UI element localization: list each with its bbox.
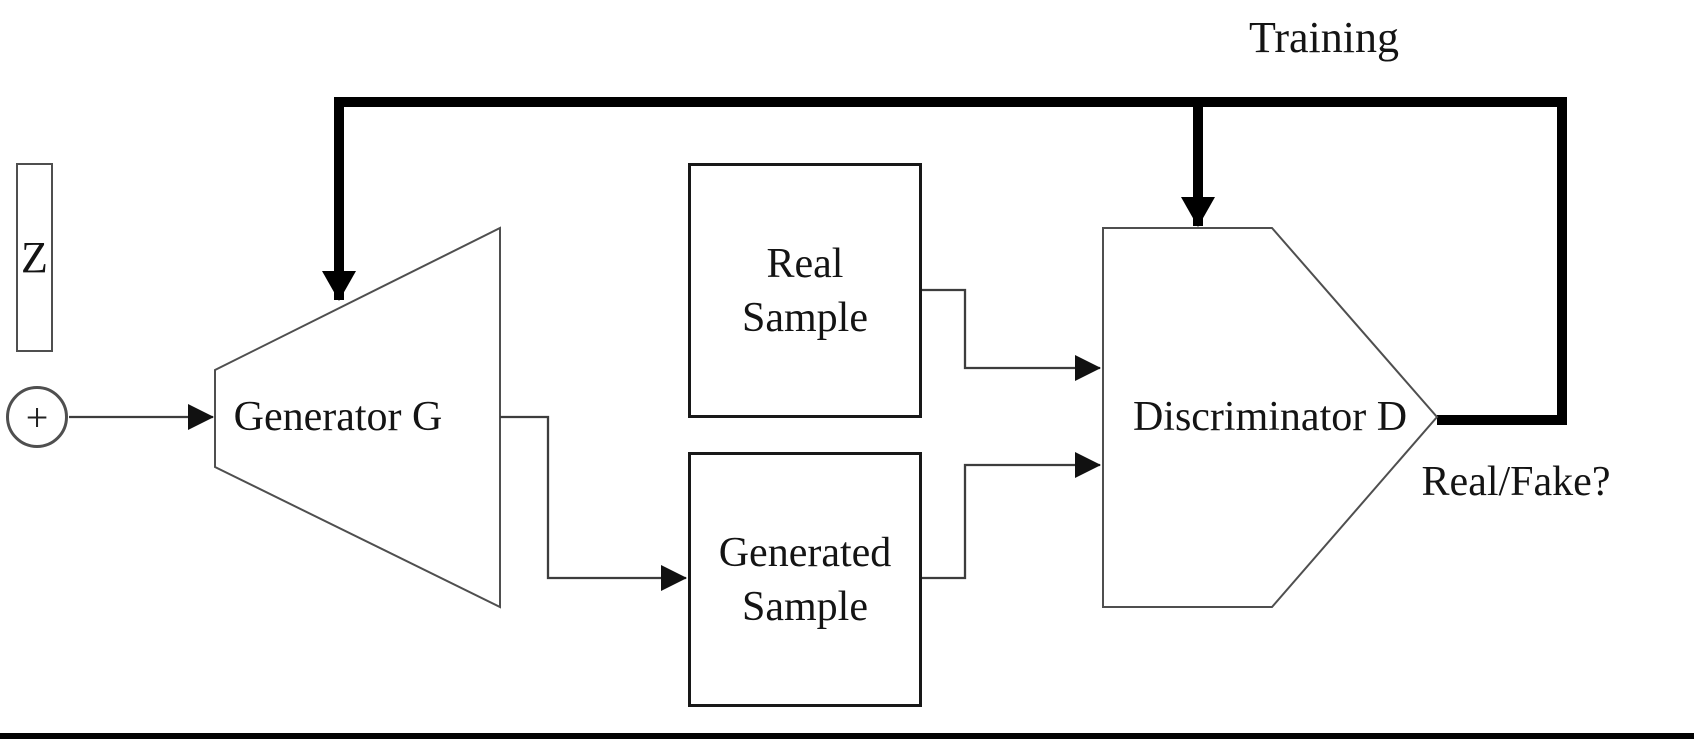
training-feedback-loop-arrow bbox=[322, 97, 1567, 425]
real-sample-label: Real Sample bbox=[742, 240, 868, 341]
generator-shape bbox=[214, 226, 501, 609]
generated-sample-label: Generated Sample bbox=[718, 529, 892, 630]
real-sample-box: Real Sample bbox=[688, 163, 922, 418]
generator-label: Generator G bbox=[233, 394, 443, 440]
generated-sample-to-discriminator-arrow bbox=[922, 452, 1101, 580]
latent-z-box: Z bbox=[16, 163, 53, 352]
real-fake-output-label: Real/Fake? bbox=[1421, 459, 1611, 505]
generated-sample-box: Generated Sample bbox=[688, 452, 922, 707]
plus-label: + bbox=[25, 394, 49, 440]
training-label: Training bbox=[1249, 13, 1399, 62]
generator-to-generated-sample-arrow bbox=[500, 415, 687, 591]
discriminator-label: Discriminator D bbox=[1132, 394, 1408, 440]
bottom-border-line bbox=[0, 733, 1694, 739]
real-sample-to-discriminator-arrow bbox=[922, 288, 1101, 381]
discriminator-shape bbox=[1102, 227, 1439, 608]
sum-node: + bbox=[6, 386, 68, 448]
latent-z-label: Z bbox=[21, 233, 48, 282]
